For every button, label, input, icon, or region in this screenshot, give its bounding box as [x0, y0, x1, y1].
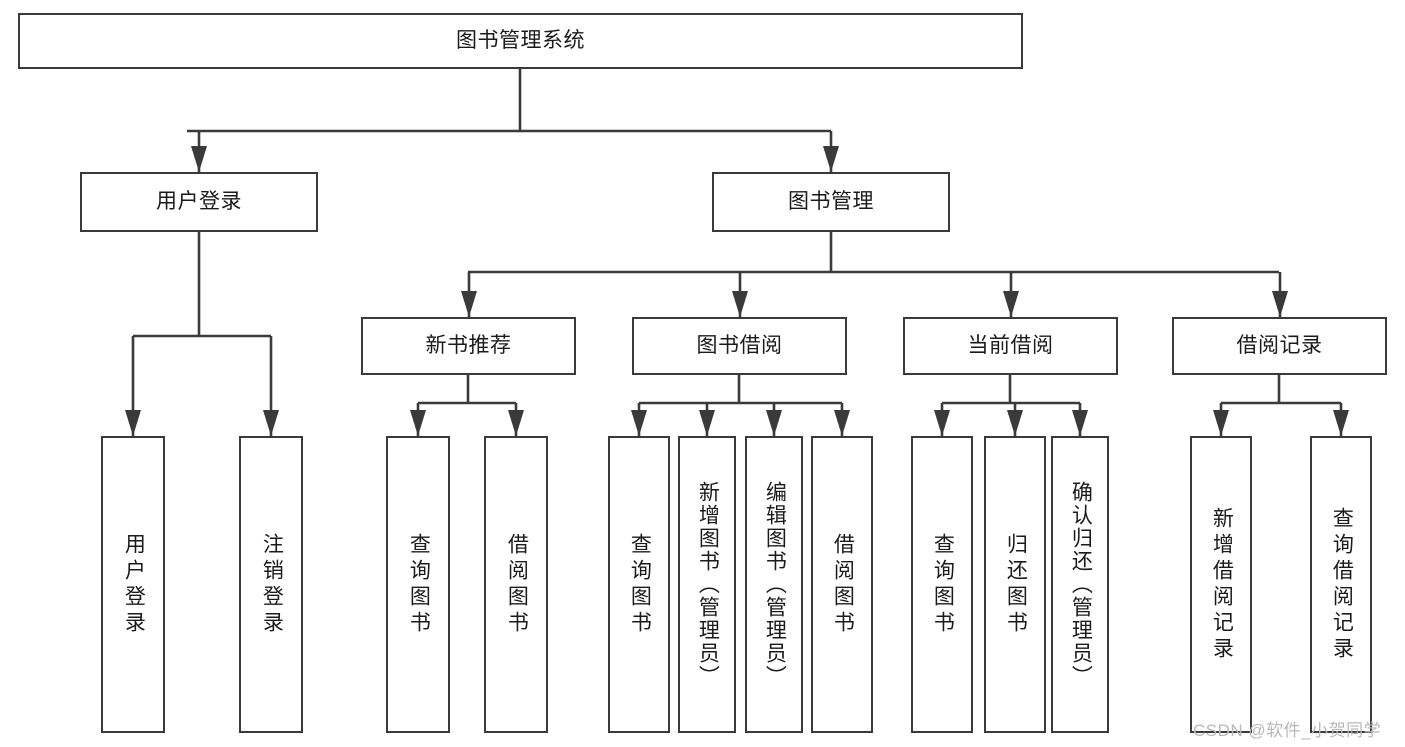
node-book-manage[interactable]: 图书管理	[712, 172, 950, 232]
arrowhead-leaf-user-logout	[263, 410, 279, 436]
node-leaf-user-logout[interactable]: 注销登录	[239, 436, 303, 733]
node-label-leaf-confirm-return-admin: 确认归还（管理员）	[1069, 481, 1093, 688]
arrowhead-leaf-confirm-return-admin	[1072, 410, 1088, 436]
node-root[interactable]: 图书管理系统	[18, 13, 1023, 69]
arrowhead-leaf-add-borrow-record	[1213, 410, 1229, 436]
node-label-new-book-recommend: 新书推荐	[425, 333, 512, 357]
node-leaf-edit-book-admin[interactable]: 编辑图书（管理员）	[745, 436, 803, 733]
arrowhead-leaf-query-book-1	[410, 410, 426, 436]
node-label-borrow-record: 借阅记录	[1236, 333, 1323, 357]
node-label-leaf-edit-book-admin: 编辑图书（管理员）	[763, 481, 787, 688]
node-label-book-borrow: 图书借阅	[696, 333, 783, 357]
node-label-leaf-add-book-admin: 新增图书（管理员）	[696, 481, 720, 688]
arrowhead-leaf-return-book	[1007, 410, 1023, 436]
arrowhead-borrow-record	[1272, 291, 1288, 317]
node-leaf-add-book-admin[interactable]: 新增图书（管理员）	[678, 436, 736, 733]
arrowhead-new-book-recommend	[461, 291, 477, 317]
node-label-leaf-query-book-2: 查询图书	[628, 532, 652, 637]
node-label-leaf-add-borrow-record: 新增借阅记录	[1210, 506, 1234, 663]
arrowhead-book-borrow	[732, 291, 748, 317]
node-leaf-user-login[interactable]: 用户登录	[101, 436, 165, 733]
node-leaf-query-book-2[interactable]: 查询图书	[608, 436, 670, 733]
arrowhead-leaf-edit-book-admin	[766, 410, 782, 436]
arrowhead-leaf-query-book-2	[631, 410, 647, 436]
node-label-leaf-user-logout: 注销登录	[260, 532, 284, 637]
node-leaf-query-book-3[interactable]: 查询图书	[911, 436, 973, 733]
node-user-login[interactable]: 用户登录	[80, 172, 318, 232]
node-leaf-borrow-book-1[interactable]: 借阅图书	[484, 436, 548, 733]
node-leaf-confirm-return-admin[interactable]: 确认归还（管理员）	[1051, 436, 1109, 733]
arrowhead-leaf-query-book-3	[934, 410, 950, 436]
watermark-text: CSDN @软件_小贺同学	[1193, 721, 1382, 740]
arrowhead-current-borrow	[1003, 291, 1019, 317]
node-label-book-manage: 图书管理	[788, 189, 874, 213]
arrowhead-user-login	[191, 146, 207, 172]
node-label-leaf-borrow-book-1: 借阅图书	[505, 532, 529, 637]
node-leaf-query-book-1[interactable]: 查询图书	[386, 436, 450, 733]
node-label-leaf-query-book-3: 查询图书	[931, 532, 955, 637]
arrowhead-book-manage	[823, 146, 839, 172]
node-label-leaf-return-book: 归还图书	[1004, 532, 1028, 637]
node-leaf-add-borrow-record[interactable]: 新增借阅记录	[1190, 436, 1252, 733]
node-label-leaf-query-book-1: 查询图书	[407, 532, 431, 637]
node-book-borrow[interactable]: 图书借阅	[632, 317, 847, 375]
node-label-leaf-borrow-book-2: 借阅图书	[831, 532, 855, 637]
arrowhead-leaf-borrow-book-1	[508, 410, 524, 436]
arrowhead-leaf-user-login	[125, 410, 141, 436]
node-label-root: 图书管理系统	[456, 28, 585, 52]
node-borrow-record[interactable]: 借阅记录	[1172, 317, 1387, 375]
node-current-borrow[interactable]: 当前借阅	[903, 317, 1118, 375]
node-label-leaf-query-borrow-record: 查询借阅记录	[1330, 506, 1354, 663]
node-label-user-login: 用户登录	[156, 189, 242, 213]
node-label-current-borrow: 当前借阅	[967, 333, 1054, 357]
node-label-leaf-user-login: 用户登录	[122, 532, 146, 637]
arrowhead-leaf-borrow-book-2	[834, 410, 850, 436]
arrowhead-leaf-query-borrow-record	[1333, 410, 1349, 436]
arrowhead-leaf-add-book-admin	[699, 410, 715, 436]
node-leaf-query-borrow-record[interactable]: 查询借阅记录	[1310, 436, 1372, 733]
node-leaf-return-book[interactable]: 归还图书	[984, 436, 1046, 733]
node-leaf-borrow-book-2[interactable]: 借阅图书	[811, 436, 873, 733]
node-new-book-recommend[interactable]: 新书推荐	[361, 317, 576, 375]
